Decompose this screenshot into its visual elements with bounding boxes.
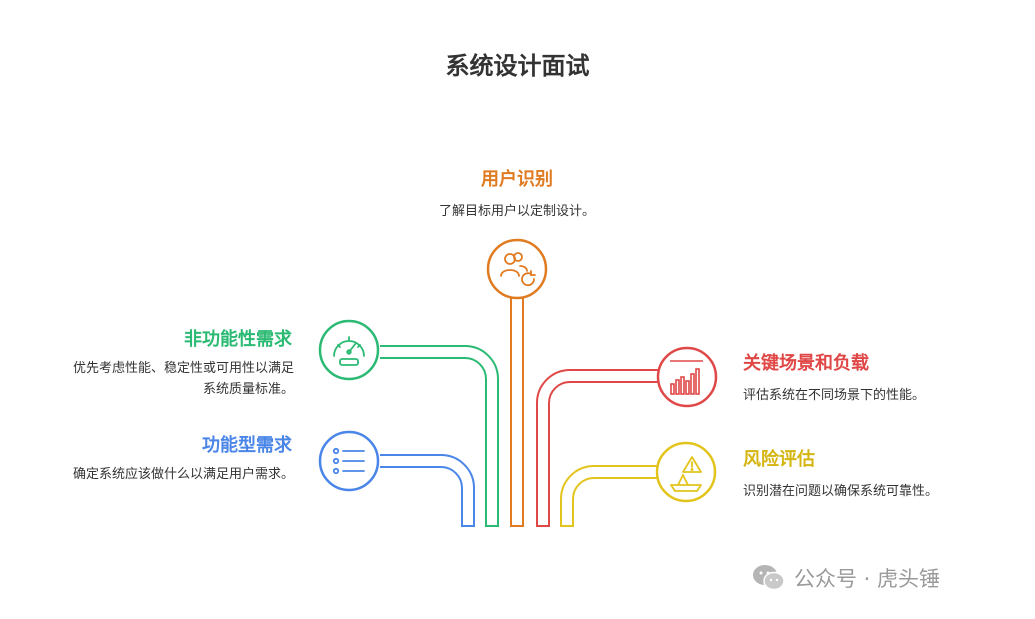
- watermark: 公众号 · 虎头锤: [752, 560, 940, 596]
- wechat-icon: [753, 565, 785, 591]
- user-icon-node: [486, 238, 548, 300]
- nonfunctional-icon-node: [318, 319, 380, 381]
- functional-description: 确定系统应该做什么以满足用户需求。: [72, 467, 294, 482]
- user-description: 了解目标用户以定制设计。: [438, 204, 595, 219]
- functional-icon-node: [318, 430, 380, 492]
- nonfunctional-description: 优先考虑性能、稳定性或可用性以满足系统质量标准。: [72, 361, 294, 397]
- nonfunctional-heading: 非功能性需求: [184, 329, 292, 350]
- risk-icon-node: [655, 441, 717, 503]
- scenario-heading: 关键场景和负载: [743, 353, 869, 374]
- risk-heading: 风险评估: [743, 449, 815, 470]
- checklist-icon: [332, 447, 365, 475]
- connector-user: [510, 298, 524, 527]
- connector-scenario: [536, 369, 658, 527]
- user-heading: 用户识别: [481, 169, 553, 190]
- scenario-icon-node: [656, 346, 718, 408]
- diagram-title: 系统设计面试: [445, 52, 590, 80]
- connector-functional: [380, 454, 475, 527]
- watermark-text: 公众号 · 虎头锤: [794, 567, 941, 591]
- bar-chart-icon: [670, 360, 703, 395]
- scenario-description: 评估系统在不同场景下的性能。: [743, 388, 926, 403]
- warning-ship-icon: [670, 456, 702, 492]
- connector-risk: [560, 465, 657, 527]
- user-refresh-icon: [500, 252, 536, 287]
- risk-description: 识别潜在问题以确保系统可靠性。: [743, 484, 939, 499]
- connector-nonfunctional: [380, 345, 499, 527]
- speedometer-icon: [333, 336, 365, 366]
- functional-heading: 功能型需求: [202, 435, 292, 456]
